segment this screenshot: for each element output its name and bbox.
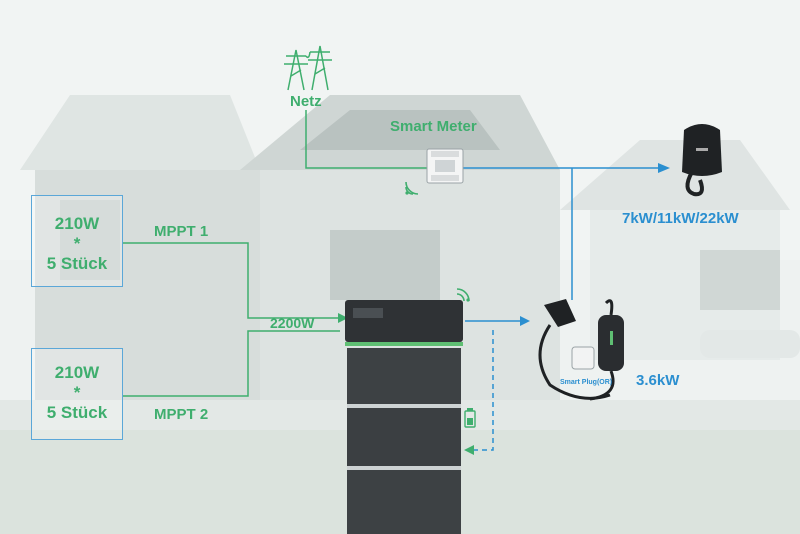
wallbox-charger-icon [682, 124, 722, 197]
panel-power: 210W [54, 363, 100, 382]
smart-meter-device [426, 148, 464, 184]
panel-times: * [73, 234, 81, 253]
mppt-1-label: MPPT 1 [154, 223, 209, 240]
battery-storage-stack [345, 300, 463, 534]
wallbox-power-label: 7kW/11kW/22kW [622, 210, 739, 227]
wifi-icon [405, 181, 419, 195]
panel-count: 5 Stück [46, 403, 108, 422]
mobile-ev-charger-icon [538, 299, 624, 401]
panel-count: 5 Stück [46, 254, 108, 273]
mobile-charger-power-label: 3.6kW [636, 372, 680, 389]
solar-panel-group-2: 210W * 5 Stück [31, 348, 123, 440]
grid-label: Netz [290, 93, 322, 110]
panel-times: * [73, 383, 81, 402]
solar-panel-group-1: 210W * 5 Stück [31, 195, 123, 287]
battery-icon [464, 408, 476, 428]
power-tower-icon [284, 45, 332, 91]
wifi-icon [456, 288, 470, 302]
combined-power-label: 2200W [270, 315, 315, 331]
panel-power: 210W [54, 214, 100, 233]
smart-meter-label: Smart Meter [390, 118, 477, 135]
smart-plug-label: Smart Plug(OR) [560, 379, 613, 386]
mppt-2-label: MPPT 2 [154, 406, 209, 423]
